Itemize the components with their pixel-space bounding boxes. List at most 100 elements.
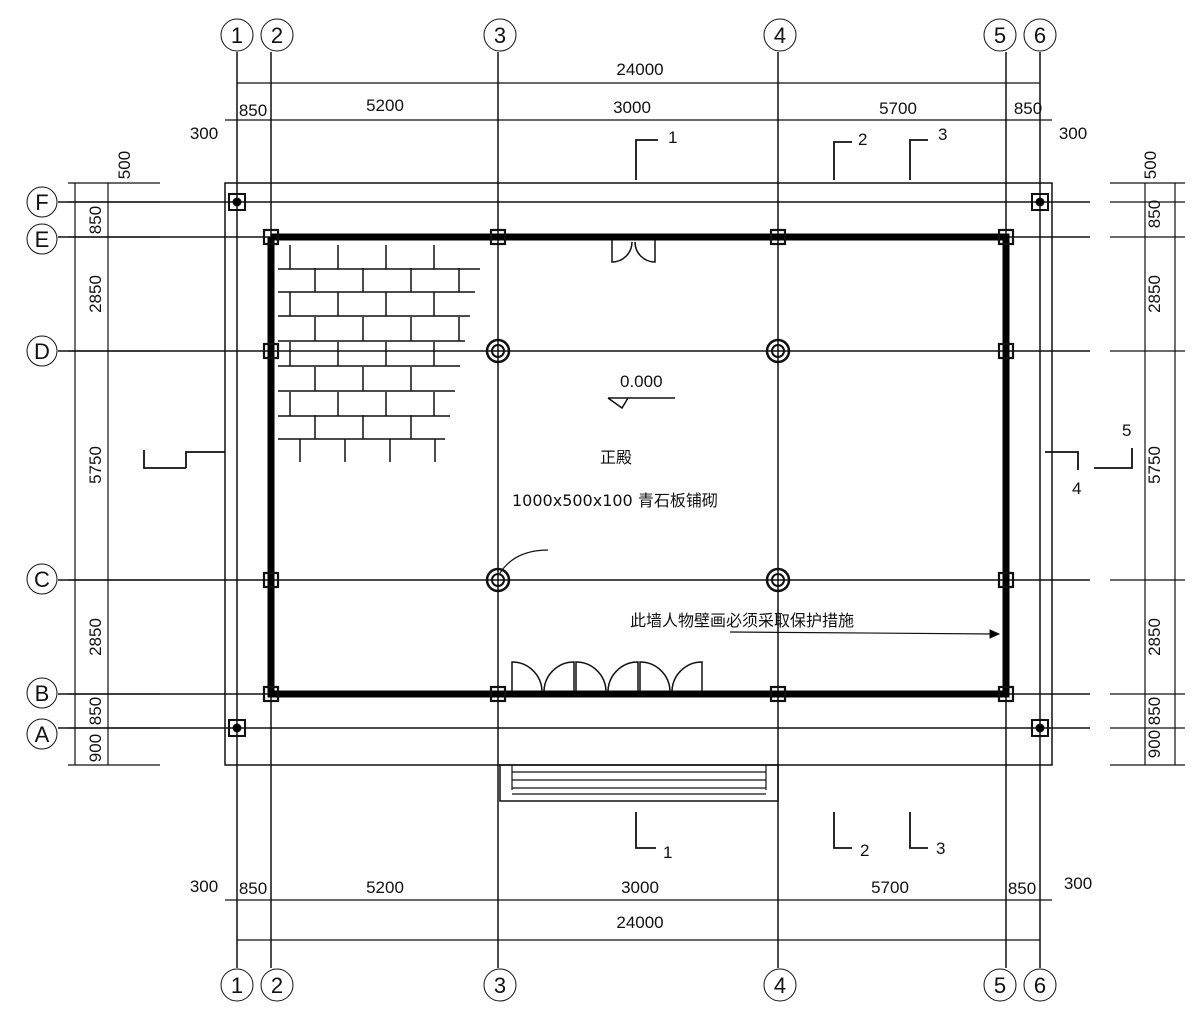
- dim-outer: 300: [1064, 874, 1092, 893]
- section-cut: [143, 450, 225, 469]
- round-column: [485, 338, 511, 364]
- column-axis-labels-bottom: 1 2 3 4 5 6: [220, 968, 1057, 1002]
- section-label: 1: [663, 843, 672, 862]
- column-square: [1031, 193, 1049, 211]
- section-cut: [1045, 448, 1133, 470]
- column-square: [262, 571, 280, 589]
- section-cut: [635, 139, 658, 180]
- axis-label: 1: [231, 23, 243, 48]
- column-square: [1031, 719, 1049, 737]
- dim-outer: 300: [190, 877, 218, 896]
- dim-segment: 5200: [366, 96, 404, 115]
- axis-label: E: [35, 227, 50, 252]
- axis-label: 6: [1034, 23, 1046, 48]
- column-square: [997, 342, 1015, 360]
- axis-label: C: [34, 567, 50, 592]
- dim-segment: 900: [86, 734, 105, 762]
- section-label: 4: [1072, 479, 1081, 498]
- dim-outer: 300: [1059, 124, 1087, 143]
- dim-segment: 3000: [621, 878, 659, 897]
- dim-segment: 2850: [86, 618, 105, 656]
- axis-label: 5: [994, 23, 1006, 48]
- dim-segment: 850: [239, 879, 267, 898]
- dim-segment: 5700: [879, 99, 917, 118]
- column-core: [1035, 723, 1045, 733]
- dim-segment: 2850: [1145, 618, 1164, 656]
- elevation-label: 0.000: [620, 372, 663, 391]
- axis-label: 5: [994, 973, 1006, 998]
- door-swing: [511, 661, 575, 692]
- floor-spec: 1000x500x100 青石板铺砌: [512, 491, 718, 510]
- axis-label: 3: [494, 23, 506, 48]
- door-swing: [611, 240, 656, 263]
- dim-segment: 500: [1141, 151, 1160, 179]
- section-markers: 1 2 3 1 2 3 4 5: [663, 125, 1131, 862]
- dim-outer: 300: [190, 124, 218, 143]
- door-swing: [575, 661, 639, 692]
- dim-segment: 500: [115, 151, 134, 179]
- column-square: [228, 193, 246, 211]
- column-core: [1035, 197, 1045, 207]
- column-square: [997, 685, 1015, 703]
- column-square: [262, 228, 280, 246]
- annotations: 0.000 正殿 1000x500x100 青石板铺砌 此墙人物壁画必须采取保护…: [512, 372, 854, 630]
- dim-segment: 2850: [86, 275, 105, 313]
- column-core: [232, 723, 242, 733]
- axis-label: 2: [271, 23, 283, 48]
- axis-label: D: [34, 339, 50, 364]
- axis-label: A: [35, 722, 50, 747]
- wall: [267, 233, 1010, 698]
- axis-label: 3: [494, 973, 506, 998]
- axis-label: 4: [774, 973, 786, 998]
- mural-arrow: [729, 631, 997, 635]
- section-cut: [909, 812, 928, 849]
- column-axis-labels-top: 1 2 3 4 5 6: [220, 18, 1057, 52]
- arrow-head: [989, 629, 1001, 639]
- section-label: 2: [860, 841, 869, 860]
- left-dimensions: 500 850 2850 5750 2850 850 900: [86, 151, 134, 762]
- column-square: [997, 571, 1015, 589]
- round-column-inner: [771, 573, 785, 587]
- dim-segment: 2850: [1145, 275, 1164, 313]
- dim-segment: 850: [1145, 200, 1164, 228]
- axis-label: 6: [1034, 973, 1046, 998]
- column-square: [228, 719, 246, 737]
- leader-line: [499, 549, 549, 574]
- dim-segment: 850: [86, 697, 105, 725]
- section-label: 3: [938, 125, 947, 144]
- section-cut: [833, 141, 852, 180]
- axis-label: 4: [774, 23, 786, 48]
- round-column: [765, 567, 791, 593]
- column-square: [489, 228, 507, 246]
- dim-segment: 850: [239, 101, 267, 120]
- dim-segment: 900: [1145, 730, 1164, 758]
- section-cut: [833, 812, 852, 849]
- column-core: [232, 197, 242, 207]
- column-square: [769, 685, 787, 703]
- door-swing: [639, 661, 703, 692]
- dim-segment: 5750: [1145, 446, 1164, 484]
- axis-label: 2: [271, 973, 283, 998]
- dim-segment: 5200: [366, 878, 404, 897]
- bottom-dimensions: 24000 850 5200 3000 5700 850 300 300: [190, 874, 1092, 932]
- section-cut: [635, 812, 656, 849]
- row-axis-labels: F E D C B A: [26, 186, 58, 750]
- dim-segment: 850: [86, 206, 105, 234]
- elevation-symbol: [607, 397, 675, 410]
- round-column: [765, 338, 791, 364]
- plan-linework: [58, 52, 1185, 968]
- round-column-inner: [491, 344, 505, 358]
- round-column-inner: [491, 573, 505, 587]
- column-square: [769, 228, 787, 246]
- section-cut: [909, 139, 928, 180]
- dim-segment: 5700: [871, 878, 909, 897]
- section-label: 3: [936, 839, 945, 858]
- section-label: 2: [858, 130, 867, 149]
- section-label: 1: [668, 128, 677, 147]
- column-square: [262, 685, 280, 703]
- top-dimensions: 24000 850 5200 3000 5700 850 300 300: [190, 60, 1087, 143]
- axis-label: 1: [231, 973, 243, 998]
- dim-segment: 5750: [86, 446, 105, 484]
- dim-segment: 3000: [613, 98, 651, 117]
